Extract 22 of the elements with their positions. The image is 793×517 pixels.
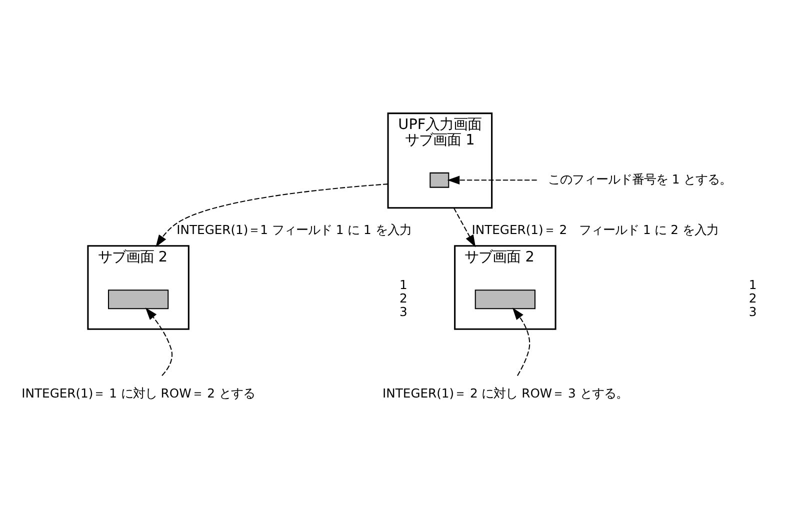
node-text: このフィールド番号を 1 とする。 [548, 172, 732, 186]
node-label: 3 [400, 304, 408, 318]
node-text: INTEGER(1)＝ 1 に対し ROW＝ 2 とする [22, 386, 255, 400]
node-text: INTEGER(1)＝ 2 に対し ROW＝ 3 とする。 [382, 386, 628, 400]
arrow [512, 307, 530, 376]
edge-label: INTEGER(1)＝ 2 フィールド 1 に 2 を入力 [472, 222, 718, 237]
node-box [474, 289, 536, 309]
node-label: 3 [748, 304, 757, 318]
node-label: 2 [400, 291, 408, 306]
node-label: 1 [400, 278, 408, 292]
cluster: UPF入力画面 サブ画面 1 [387, 112, 493, 208]
arrow [453, 207, 476, 247]
node-box [108, 289, 169, 309]
node-label: 2 [748, 291, 757, 306]
arrow [145, 307, 173, 376]
edge-label: INTEGER(1)＝1 フィールド 1 に 1 を入力 [176, 222, 412, 237]
node-label: 1 [748, 278, 757, 292]
arrow [447, 175, 537, 184]
arrow [156, 183, 388, 247]
cluster: サブ画面 2 [87, 244, 190, 330]
node-box [430, 172, 450, 188]
cluster: サブ画面 2 [454, 244, 556, 330]
